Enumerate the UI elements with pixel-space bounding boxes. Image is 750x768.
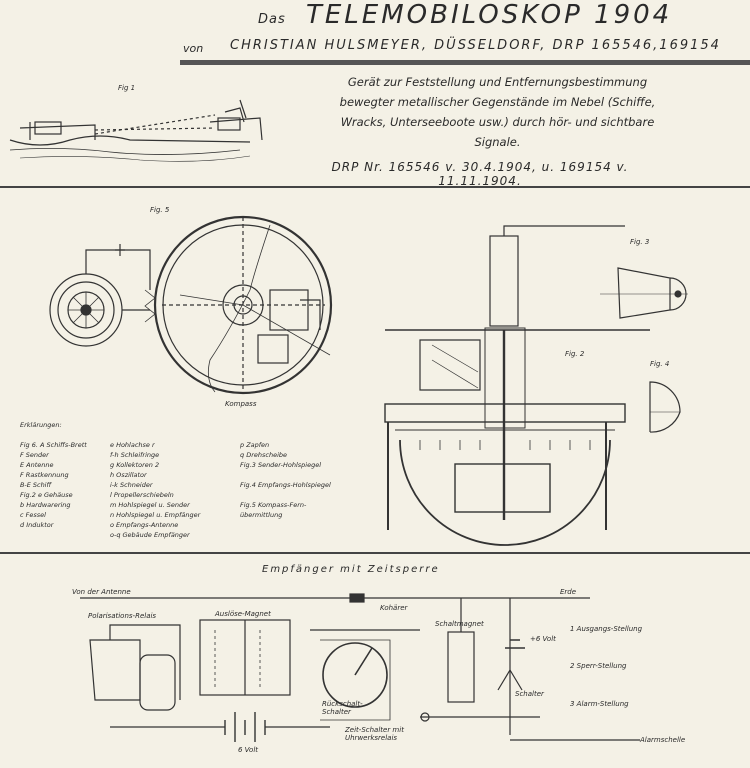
description: Gerät zur Feststellung und Entfernungsbe… [300, 72, 695, 152]
legend-item: E Antenne [20, 461, 54, 469]
header-von: von [183, 42, 204, 55]
legend-item: übermittlung [240, 511, 283, 519]
description-line: Gerät zur Feststellung und Entfernungsbe… [347, 75, 648, 89]
legend-item: f-h Schleifringe [110, 451, 160, 459]
label-release-magnet: Auslöse-Magnet [215, 610, 271, 618]
legend-col-1: Fig 6. A Schiffs-Brett F Sender E Antenn… [20, 440, 87, 530]
description-line: bewegter metallischer Gegenstände im Neb… [339, 95, 656, 109]
legend-item: Fig.4 Empfangs-Hohlspiegel [240, 481, 331, 489]
fig4-label: Fig. 4 [650, 360, 670, 368]
legend-item: d Induktor [20, 521, 54, 529]
legend-item: b Hardwarering [20, 501, 71, 509]
fig5-rotor-drawing [49, 244, 156, 347]
legend-item: p Zapfen [240, 441, 270, 449]
legend-item: B-E Schiff [20, 481, 52, 489]
page-title: TELEMOBILOSKOP 1904 [306, 0, 673, 30]
label-back-switch: Rückschalt-Schalter [322, 700, 363, 716]
legend-item: i-k Schneider [110, 481, 153, 489]
legend-item [240, 470, 331, 480]
label-relay: Polarisations-Relais [88, 612, 157, 620]
legend-item: o Empfangs-Antenne [110, 521, 179, 529]
label-position-1: 1 Ausgangs-Stellung [570, 625, 643, 633]
label-from-antenna: Von der Antenne [72, 588, 131, 596]
label-battery-2: +6 Volt [530, 635, 556, 643]
fig3-reflector-drawing [600, 267, 688, 319]
description-line: Wracks, Unterseeboote usw.) durch hör- u… [340, 115, 655, 129]
legend-item: F Rastkennung [20, 471, 69, 479]
legend-item: Fig.2 e Gehäuse [20, 491, 73, 499]
label-position-2: 2 Sperr-Stellung [570, 662, 627, 670]
fig2-apparatus-drawing [384, 225, 650, 546]
fig4-reflector-drawing [649, 381, 681, 433]
legend-item: F Sender [20, 451, 49, 459]
description-line: Signale. [474, 135, 521, 149]
legend-item: Fig.5 Kompass-Fern- [240, 501, 307, 509]
circuit-title: Empfänger mit Zeitsperre [262, 564, 440, 575]
section-divider [0, 552, 750, 554]
legend-item: n Hohlspiegel u. Empfänger [110, 511, 201, 519]
legend-item: o-q Gebäude Empfänger [110, 531, 190, 539]
label-alarm-bell: Alarmschelle [640, 736, 686, 744]
legend-item: c Fessel [20, 511, 46, 519]
legend-item: l Propellerschiebeln [110, 491, 174, 499]
header-das: Das [258, 12, 286, 27]
label-position-3: 3 Alarm-Stellung [570, 700, 629, 708]
legend-col-2: e Hohlachse r f-h Schleifringe g Kollekt… [110, 440, 200, 540]
legend-heading: Erklärungen: [20, 421, 62, 429]
label-switch: Schalter [515, 690, 544, 698]
legend-item: m Hohlspiegel u. Sender [110, 501, 190, 509]
legend-item: e Hohlachse r [110, 441, 155, 449]
fig3-label: Fig. 3 [630, 238, 650, 246]
legend-item: Fig 6. A Schiffs-Brett [20, 441, 87, 449]
legend-item: h Oszillator [110, 471, 147, 479]
legend-item: q Drehscheibe [240, 451, 287, 459]
label-timer-switch: Zeit-Schalter mit Uhrwerksrelais [345, 726, 404, 742]
section-divider [0, 186, 750, 188]
legend-item: Fig.3 Sender-Hohlspiegel [240, 461, 322, 469]
fig1-label: Fig 1 [118, 84, 136, 92]
legend-col-3: p Zapfen q Drehscheibe Fig.3 Sender-Hohl… [240, 440, 331, 520]
header-rule [180, 60, 750, 65]
fig5-label: Fig. 5 [150, 206, 170, 214]
legend: Erklärungen: [20, 420, 62, 430]
label-coherer: Kohärer [380, 604, 408, 612]
compass-label: Kompass [225, 400, 257, 408]
legend-item [240, 490, 331, 500]
label-battery: 6 Volt [238, 746, 259, 754]
label-earth: Erde [560, 588, 577, 596]
fig1-ship-drawing [9, 99, 263, 162]
fig2-label: Fig. 2 [565, 350, 585, 358]
patent-numbers: DRP Nr. 165546 v. 30.4.1904, u. 169154 v… [331, 160, 629, 188]
header-author: CHRISTIAN HULSMEYER, DÜSSELDORF, DRP 165… [230, 38, 721, 53]
legend-item: g Kollektoren 2 [110, 461, 160, 469]
label-switch-magnet: Schaltmagnet [435, 620, 484, 628]
receiver-circuit-drawing [80, 593, 640, 742]
compass-wheel-drawing [153, 215, 333, 395]
